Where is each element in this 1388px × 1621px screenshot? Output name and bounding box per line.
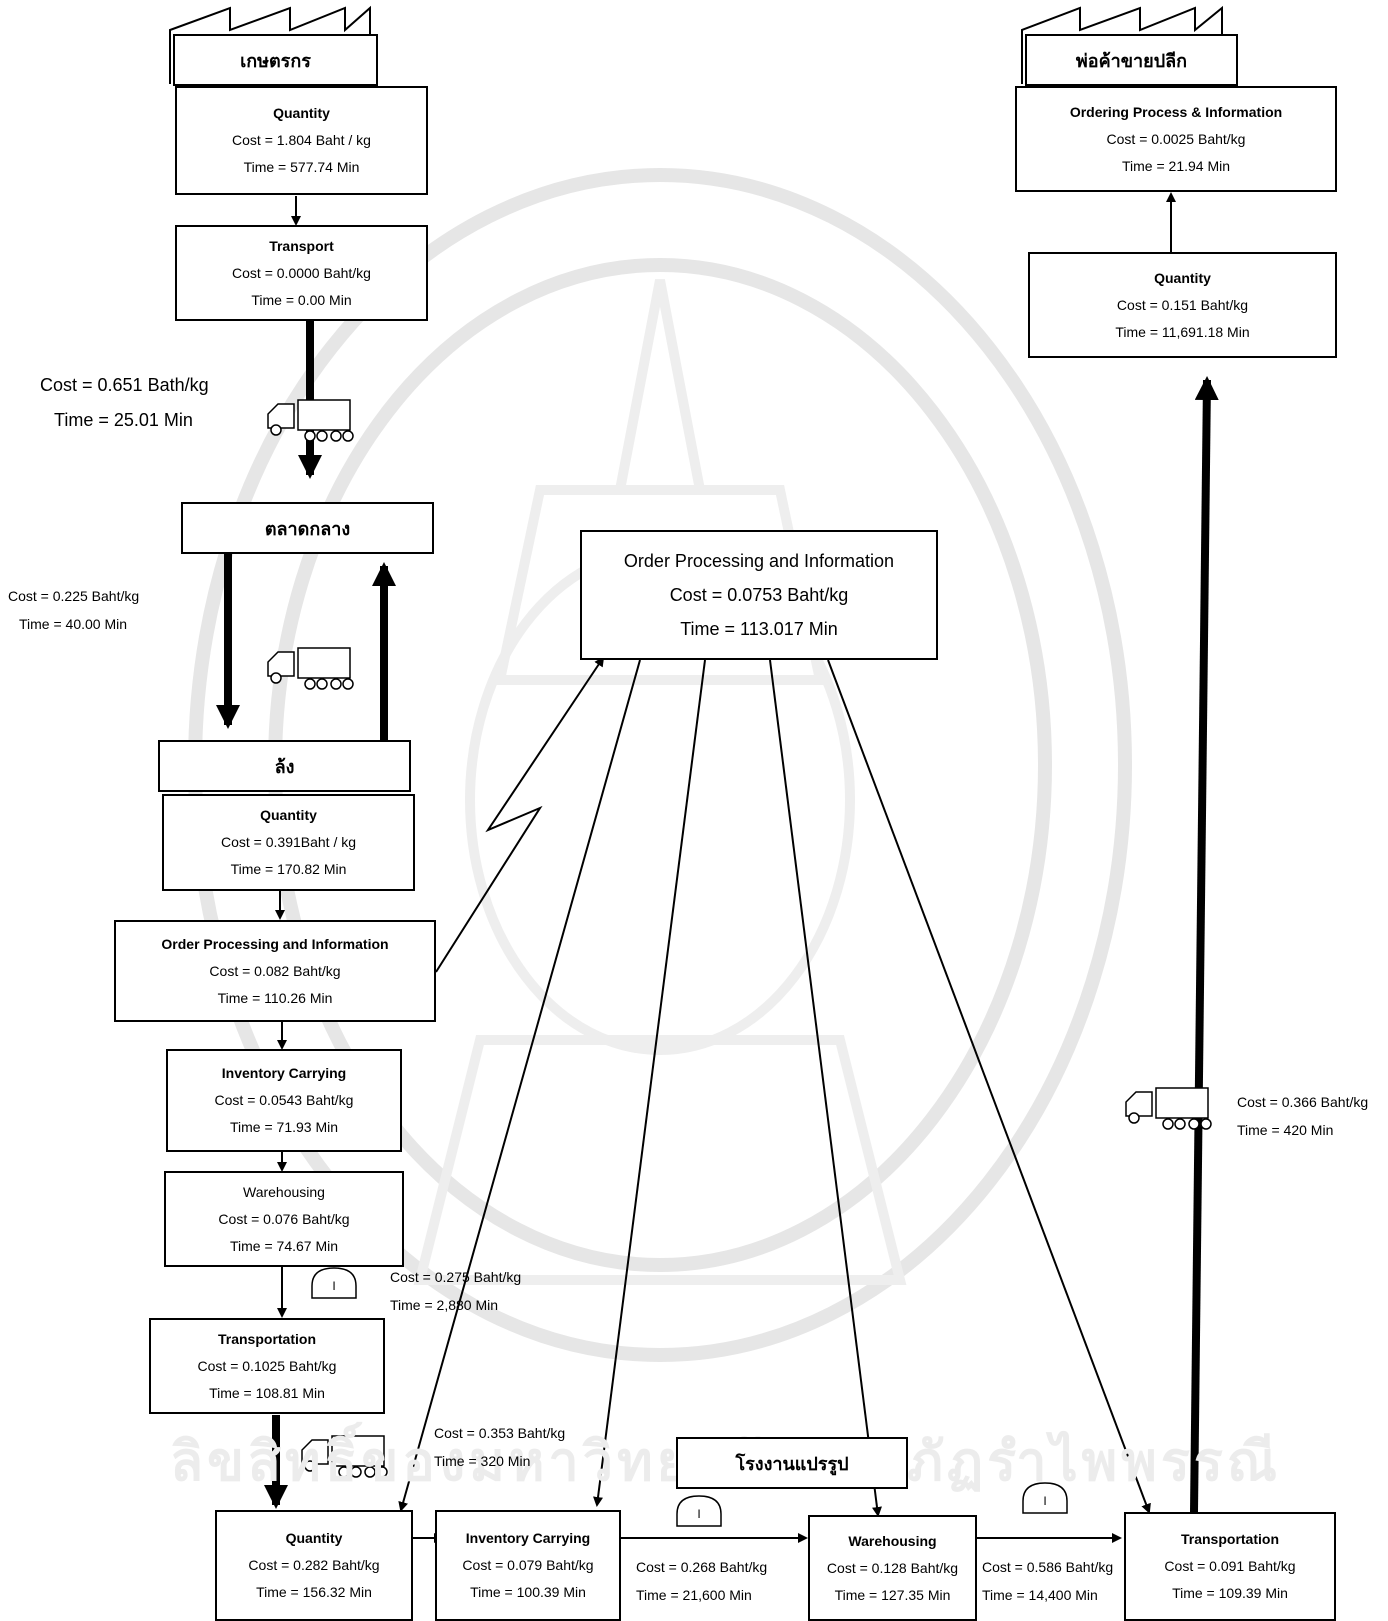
box-cost: Cost = 0.0543 Baht/kg bbox=[214, 1092, 354, 1108]
box-time: Time = 127.35 Min bbox=[834, 1586, 951, 1603]
box-title: Warehousing bbox=[848, 1532, 937, 1549]
box-cost: Cost = 0.082 Baht/kg bbox=[209, 962, 341, 979]
box-title: Transportation bbox=[217, 1330, 316, 1347]
box-title: Order Processing and Information bbox=[623, 551, 895, 571]
retailer-quantity-box: Quantity Cost = 0.151 Baht/kg Time = 11,… bbox=[1028, 252, 1337, 358]
factory-wh-to-tr-time: Time = 14,400 Min bbox=[982, 1587, 1098, 1603]
wash-inventory-box: Inventory Carrying Cost = 0.0543 Baht/kg… bbox=[166, 1049, 402, 1152]
farmer-quantity-box: Quantity Cost = 1.804 Baht / kg Time = 5… bbox=[175, 86, 428, 195]
factory-inventory-box: Inventory Carrying Cost = 0.079 Baht/kg … bbox=[435, 1510, 621, 1621]
wash-storage-cost: Cost = 0.275 Baht/kg bbox=[390, 1269, 522, 1285]
market-to-wash-time: Time = 40.00 Min bbox=[19, 616, 128, 632]
inventory-symbol-icon bbox=[1022, 1482, 1068, 1514]
box-time: Time = 100.39 Min bbox=[470, 1584, 586, 1600]
truck-icon bbox=[267, 647, 354, 690]
inventory-symbol-icon bbox=[311, 1267, 357, 1299]
inventory-symbol-label: I bbox=[332, 1279, 335, 1293]
factory-header: โรงงานแปรรูป bbox=[676, 1437, 908, 1489]
farmer-header: เกษตรกร bbox=[173, 34, 378, 86]
truck-icon bbox=[267, 399, 354, 442]
box-title: Inventory Carrying bbox=[221, 1065, 347, 1081]
box-title: Transportation bbox=[1180, 1531, 1279, 1547]
box-title: Quantity bbox=[273, 105, 330, 121]
farmer-to-market-time: Time = 25.01 Min bbox=[54, 410, 193, 430]
box-title: Quantity bbox=[1154, 269, 1211, 286]
box-title: Quantity bbox=[260, 807, 317, 823]
wash-transport-box: Transportation Cost = 0.1025 Baht/kg Tim… bbox=[149, 1318, 385, 1414]
factory-warehouse-box: Warehousing Cost = 0.128 Baht/kg Time = … bbox=[808, 1515, 977, 1621]
box-title: Inventory Carrying bbox=[465, 1530, 591, 1546]
box-title: Ordering Process & Information bbox=[1069, 103, 1283, 120]
box-time: Time = 108.81 Min bbox=[209, 1384, 325, 1401]
box-cost: Cost = 0.0000 Baht/kg bbox=[232, 264, 371, 281]
box-time: Time = 113.017 Min bbox=[680, 619, 838, 639]
box-cost: Cost = 0.079 Baht/kg bbox=[462, 1557, 594, 1573]
box-cost: Cost = 0.0753 Baht/kg bbox=[669, 585, 849, 605]
central-order-box: Order Processing and Information Cost = … bbox=[580, 530, 938, 660]
box-title: Order Processing and Information bbox=[161, 935, 389, 952]
factory-inv-to-wh-time: Time = 21,600 Min bbox=[636, 1587, 752, 1603]
wash-warehouse-box: Warehousing Cost = 0.076 Baht/kg Time = … bbox=[164, 1171, 404, 1267]
box-cost: Cost = 0.1025 Baht/kg bbox=[197, 1357, 337, 1374]
inventory-symbol-label: I bbox=[697, 1507, 700, 1521]
wash-order-box: Order Processing and Information Cost = … bbox=[114, 920, 436, 1022]
box-time: Time = 0.00 Min bbox=[251, 291, 352, 308]
factory-wh-to-tr-cost: Cost = 0.586 Baht/kg bbox=[982, 1559, 1114, 1575]
box-cost: Cost = 0.076 Baht/kg bbox=[218, 1210, 350, 1227]
truck-icon bbox=[301, 1435, 388, 1478]
box-title: Transport bbox=[269, 237, 334, 254]
farmer-to-market-cost: Cost = 0.651 Bath/kg bbox=[40, 375, 209, 395]
box-cost: Cost = 0.091 Baht/kg bbox=[1164, 1558, 1296, 1574]
inventory-symbol-icon bbox=[676, 1495, 722, 1527]
box-cost: Cost = 1.804 Baht / kg bbox=[232, 132, 371, 148]
retailer-order-box: Ordering Process & Information Cost = 0.… bbox=[1015, 86, 1337, 192]
factory-to-retailer-time: Time = 420 Min bbox=[1237, 1122, 1334, 1138]
box-time: Time = 71.93 Min bbox=[229, 1119, 339, 1135]
box-title: Quantity bbox=[285, 1530, 343, 1546]
factory-inv-to-wh-cost: Cost = 0.268 Baht/kg bbox=[636, 1559, 768, 1575]
wash-header: ล้ง bbox=[158, 740, 411, 792]
wash-quantity-box: Quantity Cost = 0.391Baht / kg Time = 17… bbox=[162, 794, 415, 891]
box-time: Time = 21.94 Min bbox=[1121, 157, 1231, 174]
market-to-wash-cost: Cost = 0.225 Baht/kg bbox=[8, 588, 140, 604]
inventory-symbol-label: I bbox=[1043, 1494, 1046, 1508]
box-time: Time = 110.26 Min bbox=[217, 989, 333, 1006]
retailer-header: พ่อค้าขายปลีก bbox=[1025, 34, 1238, 86]
wash-to-factory-cost: Cost = 0.353 Baht/kg bbox=[434, 1425, 566, 1441]
retailer-factory-icon bbox=[1021, 5, 1223, 84]
box-time: Time = 74.67 Min bbox=[229, 1237, 339, 1254]
truck-icon bbox=[1125, 1087, 1212, 1130]
box-title: Warehousing bbox=[243, 1183, 325, 1200]
factory-to-retailer-cost: Cost = 0.366 Baht/kg bbox=[1237, 1094, 1369, 1110]
box-time: Time = 577.74 Min bbox=[243, 159, 360, 175]
box-time: Time = 156.32 Min bbox=[256, 1584, 372, 1600]
factory-transport-box: Transportation Cost = 0.091 Baht/kg Time… bbox=[1124, 1512, 1336, 1621]
box-cost: Cost = 0.0025 Baht/kg bbox=[1106, 130, 1246, 147]
box-time: Time = 11,691.18 Min bbox=[1115, 323, 1250, 340]
factory-quantity-box: Quantity Cost = 0.282 Baht/kg Time = 156… bbox=[215, 1510, 413, 1621]
central-market-header: ตลาดกลาง bbox=[181, 502, 434, 554]
box-cost: Cost = 0.151 Baht/kg bbox=[1116, 296, 1249, 313]
box-cost: Cost = 0.128 Baht/kg bbox=[826, 1559, 959, 1576]
box-time: Time = 109.39 Min bbox=[1172, 1585, 1288, 1601]
box-cost: Cost = 0.391Baht / kg bbox=[220, 834, 357, 850]
wash-storage-time: Time = 2,880 Min bbox=[390, 1297, 499, 1313]
wash-to-factory-time: Time = 320 Min bbox=[434, 1453, 531, 1469]
box-cost: Cost = 0.282 Baht/kg bbox=[248, 1557, 380, 1573]
farmer-transport-box: Transport Cost = 0.0000 Baht/kg Time = 0… bbox=[175, 225, 428, 321]
farmer-factory-icon bbox=[169, 5, 371, 84]
box-time: Time = 170.82 Min bbox=[230, 861, 347, 877]
